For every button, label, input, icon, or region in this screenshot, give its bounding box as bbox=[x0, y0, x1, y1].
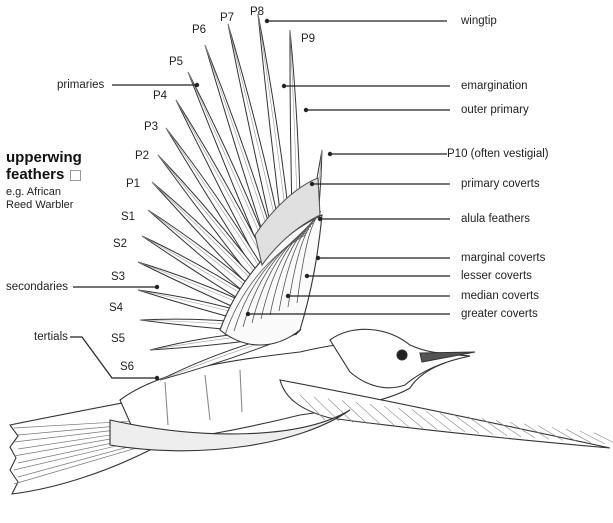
label-s1: S1 bbox=[121, 211, 135, 224]
example-line-2: Reed Warbler bbox=[6, 199, 73, 212]
callout-p10: P10 (often vestigial) bbox=[447, 148, 549, 161]
label-p1: P1 bbox=[126, 178, 140, 191]
title-line-1: upperwing bbox=[6, 149, 82, 166]
callout-alula-feathers: alula feathers bbox=[461, 213, 530, 226]
callout-primaries: primaries bbox=[57, 79, 104, 92]
callout-lesser-coverts: lesser coverts bbox=[461, 270, 532, 283]
callout-tertials: tertials bbox=[34, 331, 68, 344]
label-s5: S5 bbox=[111, 333, 125, 346]
far-wing bbox=[280, 380, 610, 448]
callout-greater-coverts: greater coverts bbox=[461, 308, 538, 321]
label-p3: P3 bbox=[144, 121, 158, 134]
checkbox-glyph bbox=[70, 170, 81, 181]
label-p7: P7 bbox=[220, 12, 234, 25]
label-p6: P6 bbox=[192, 24, 206, 37]
label-s3: S3 bbox=[111, 271, 125, 284]
callout-secondaries: secondaries bbox=[6, 281, 68, 294]
label-p2: P2 bbox=[135, 150, 149, 163]
example-line-1: e.g. African bbox=[6, 186, 73, 199]
label-p4: P4 bbox=[153, 90, 167, 103]
label-s6: S6 bbox=[120, 361, 134, 374]
label-s4: S4 bbox=[109, 302, 123, 315]
label-p9: P9 bbox=[301, 33, 315, 46]
callout-wingtip: wingtip bbox=[461, 15, 497, 28]
label-s2: S2 bbox=[113, 238, 127, 251]
diagram-title: upperwing feathers bbox=[6, 149, 82, 183]
callout-primary-coverts: primary coverts bbox=[461, 178, 540, 191]
callout-outer-primary: outer primary bbox=[461, 104, 529, 117]
title-line-2: feathers bbox=[6, 166, 82, 183]
example-species: e.g. African Reed Warbler bbox=[6, 186, 73, 212]
label-p5: P5 bbox=[169, 56, 183, 69]
label-p8: P8 bbox=[250, 6, 264, 19]
callout-median-coverts: median coverts bbox=[461, 290, 539, 303]
callout-emargination: emargination bbox=[461, 80, 527, 93]
eye bbox=[397, 350, 407, 360]
callout-marginal-coverts: marginal coverts bbox=[461, 252, 545, 265]
